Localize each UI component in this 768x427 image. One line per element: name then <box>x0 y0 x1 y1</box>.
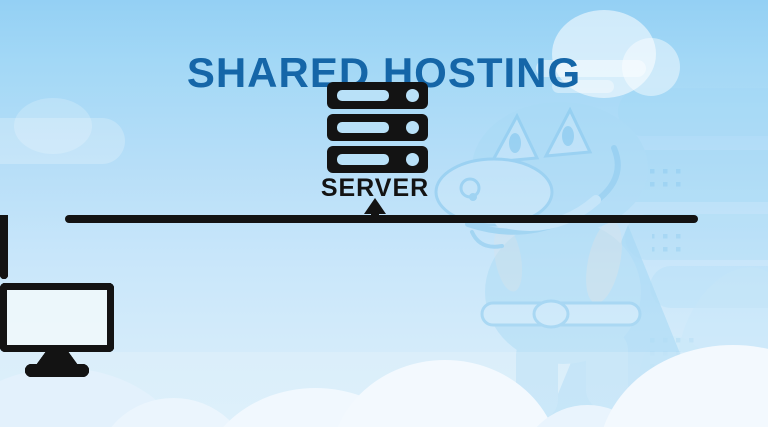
up-arrow-icon <box>364 198 386 214</box>
server-label: SERVER <box>320 174 430 202</box>
server-unit-3 <box>327 146 428 173</box>
client-monitor-5 <box>0 283 114 380</box>
server-led-icon <box>406 153 419 166</box>
monitor-base <box>25 364 89 377</box>
cloud-top-right-puff2 <box>622 38 680 96</box>
drop-line-5 <box>0 215 8 279</box>
cloud-left-small-puff <box>14 98 92 154</box>
server-slot-icon <box>337 90 389 101</box>
cloud-top-right-stripe <box>536 60 646 77</box>
cloud-top-right-puff <box>552 10 656 98</box>
server-led-icon <box>406 121 419 134</box>
server-led-icon <box>406 89 419 102</box>
monitor-stand <box>34 349 80 368</box>
cloud-top-right-stripe2 <box>552 80 614 93</box>
server-unit-2 <box>327 114 428 141</box>
server-slot-icon <box>337 122 389 133</box>
monitor-screen <box>0 283 114 352</box>
cloud-left-small <box>0 118 125 164</box>
server-slot-icon <box>337 154 389 165</box>
server-rack-icon <box>327 82 428 178</box>
server-unit-1 <box>327 82 428 109</box>
bus-line <box>65 215 698 223</box>
